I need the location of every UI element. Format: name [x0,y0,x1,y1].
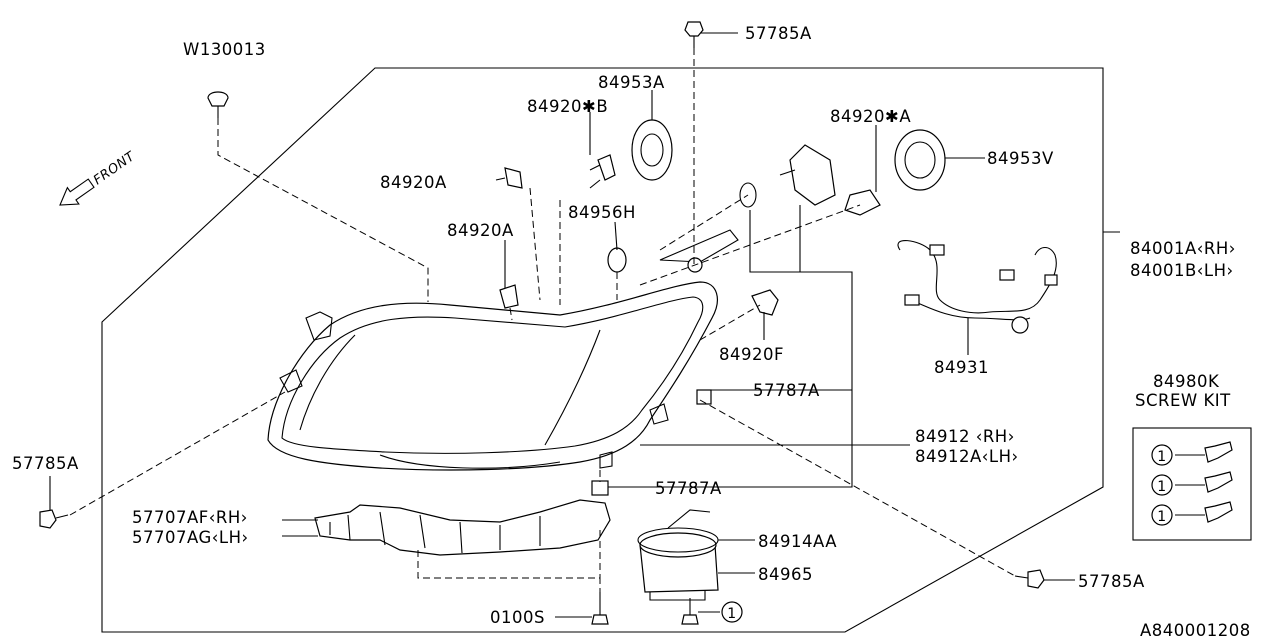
diagram-code: A840001208 [1140,621,1251,640]
screw-57785a-top[interactable] [684,21,704,48]
bulb-84920-star-a[interactable] [844,189,881,216]
assembly-frame [101,67,1104,633]
o-ring [739,182,757,208]
label-84920f[interactable]: 84920F [719,345,784,364]
label-84920-star-b[interactable]: 84920✱B [527,97,608,116]
screw-kit-box [1132,427,1252,541]
screw-0100s[interactable] [591,592,609,625]
marker-2: 1 [1157,479,1166,495]
label-84920-star-a[interactable]: 84920✱A [830,107,911,126]
label-84912a[interactable]: 84912A‹LH› [915,447,1019,466]
label-84953v[interactable]: 84953V [987,149,1054,168]
leveling-unit[interactable] [639,532,719,601]
label-84965[interactable]: 84965 [758,565,813,584]
screw-kit-screws[interactable] [1175,441,1233,523]
label-screw-kit: SCREW KIT [1135,391,1231,410]
label-57785a-right[interactable]: 57785A [1078,572,1145,591]
label-57785a-top[interactable]: 57785A [745,24,812,43]
bottom-marker: 1 [721,601,743,623]
bulb-84920a-mid[interactable] [499,284,519,309]
headlamp-assembly[interactable] [267,229,739,471]
label-84931[interactable]: 84931 [934,358,989,377]
dust-cap-84953v[interactable] [894,129,946,191]
label-57707af[interactable]: 57707AF‹RH› [132,508,248,527]
dashed-guides [69,48,1016,592]
bottom-marker-text: 1 [727,606,736,622]
hid-igniter[interactable] [779,144,836,206]
label-57787a-lower[interactable]: 57787A [655,479,722,498]
dust-cap-84953a[interactable] [631,119,673,181]
bulb-84920-star-b[interactable] [589,154,616,189]
front-arrow-icon: FRONT [59,149,138,206]
label-84912[interactable]: 84912 ‹RH› [915,427,1015,446]
socket-84956h[interactable] [607,247,627,273]
label-0100s[interactable]: 0100S [490,608,545,627]
part-labels: W130013 57785A 84953A 84920✱B 84920✱A 84… [12,24,1251,640]
label-57785a-left[interactable]: 57785A [12,454,79,473]
screw-bottom-marked[interactable] [681,598,699,625]
screw-57785a-right[interactable] [1014,569,1045,589]
wiring-harness[interactable] [897,240,1058,334]
label-w130013[interactable]: W130013 [183,40,266,59]
screw-57785a-left[interactable] [39,509,69,529]
bulb-84920a-left[interactable] [504,167,523,189]
label-84914aa[interactable]: 84914AA [758,532,837,551]
label-84920a-left[interactable]: 84920A [380,173,447,192]
screw-kit-markers: 1 1 1 [1151,444,1173,526]
leader-lines [49,32,1120,618]
label-84001b[interactable]: 84001B‹LH› [1130,261,1234,280]
label-84980k[interactable]: 84980K [1153,372,1220,391]
label-57707ag[interactable]: 57707AG‹LH› [132,528,249,547]
clip-w130013[interactable] [207,91,229,118]
headlamp-bracket[interactable] [314,499,611,556]
label-84001a[interactable]: 84001A‹RH› [1130,239,1236,258]
label-84920a-mid[interactable]: 84920A [447,221,514,240]
label-57787a-upper[interactable]: 57787A [753,381,820,400]
bulb-84920f[interactable] [751,289,779,316]
clip-57787a-lower[interactable] [591,480,609,496]
label-84956h[interactable]: 84956H [568,203,636,222]
marker-1: 1 [1157,449,1166,465]
label-84953a[interactable]: 84953A [598,73,665,92]
front-label: FRONT [91,149,138,189]
marker-3: 1 [1157,509,1166,525]
